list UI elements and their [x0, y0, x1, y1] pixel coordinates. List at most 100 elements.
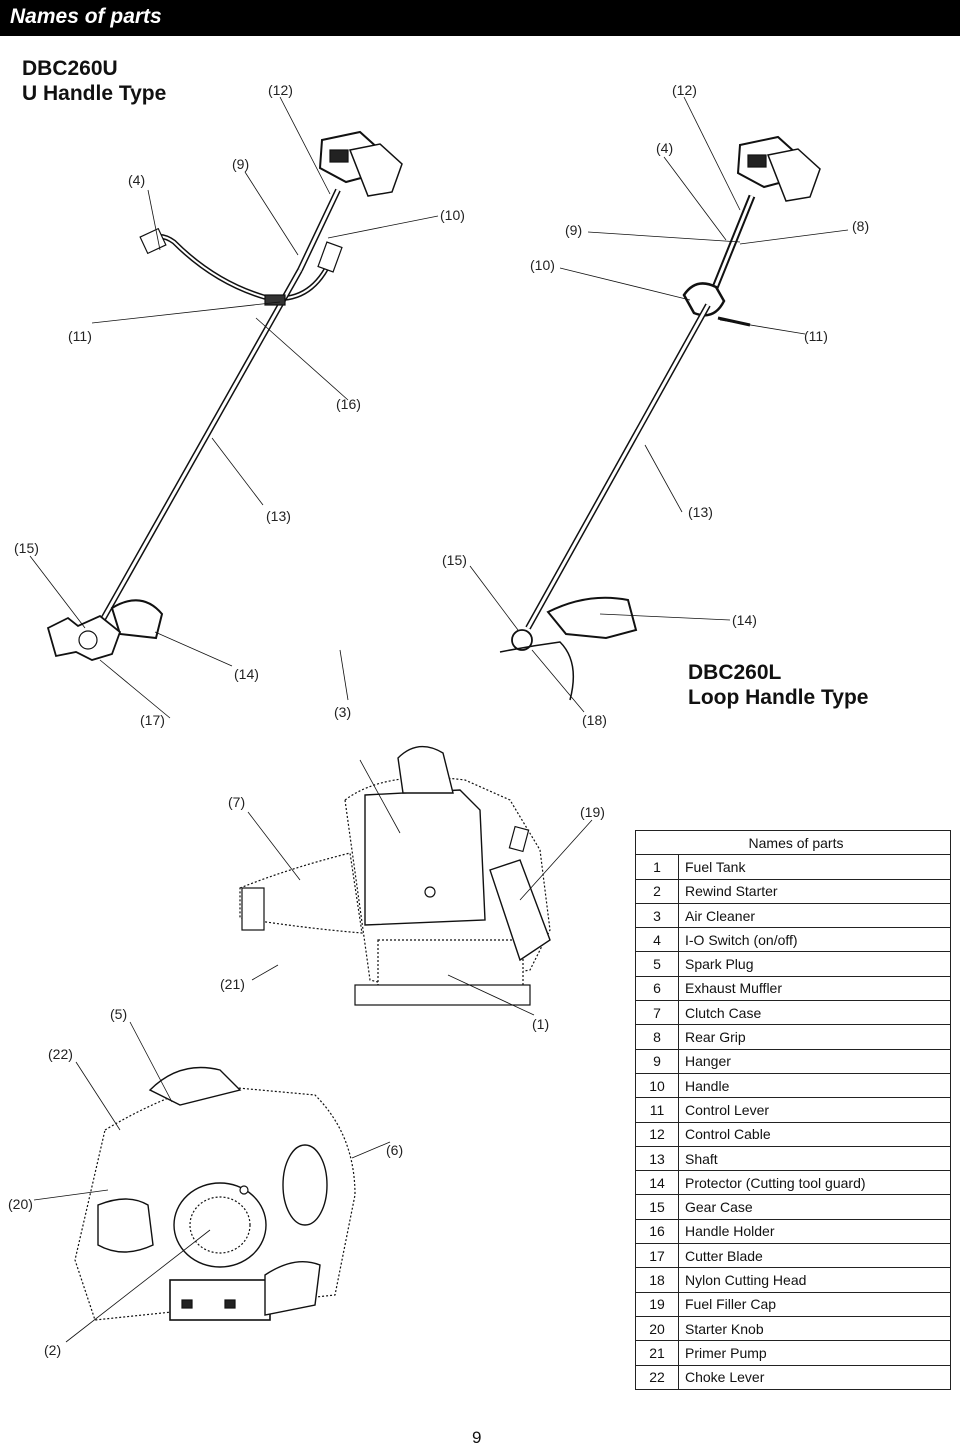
- callout-u-9: (9): [232, 156, 250, 172]
- callout-l-11: (11): [804, 328, 828, 344]
- part-name: Shaft: [678, 1145, 951, 1172]
- part-name: Fuel Tank: [678, 854, 951, 880]
- engine-top-drawing: [239, 745, 551, 1006]
- part-number: 10: [635, 1072, 679, 1099]
- part-number: 9: [635, 1048, 679, 1074]
- model-l-label: DBC260L Loop Handle Type: [688, 660, 868, 710]
- part-name: Starter Knob: [678, 1315, 951, 1342]
- callout-engine-7: (7): [228, 794, 246, 810]
- part-name: Rear Grip: [678, 1024, 951, 1050]
- callout-l-8: (8): [852, 218, 870, 234]
- u-handle-trimmer-drawing: [46, 130, 403, 661]
- callout-u-10: (10): [440, 207, 465, 223]
- callout-engine-1: (1): [532, 1016, 550, 1032]
- part-name: Handle Holder: [678, 1218, 951, 1245]
- callout-engine-5: (5): [110, 1006, 128, 1022]
- part-number: 5: [635, 951, 679, 977]
- callout-u-12: (12): [268, 82, 293, 98]
- callout-u-17: (17): [140, 712, 165, 728]
- callout-l-13: (13): [688, 504, 713, 520]
- part-name: Air Cleaner: [678, 902, 951, 929]
- model-u-name: DBC260U: [22, 57, 118, 80]
- part-number: 19: [635, 1291, 679, 1317]
- callout-engine-2: (2): [44, 1342, 62, 1358]
- callout-u-15: (15): [14, 540, 39, 556]
- parts-table-header: Names of parts: [635, 829, 951, 856]
- callout-l-14: (14): [732, 612, 757, 628]
- part-name: Rewind Starter: [678, 878, 951, 904]
- model-l-name: DBC260L: [688, 661, 782, 684]
- callout-engine-20: (20): [8, 1196, 33, 1212]
- part-number: 14: [635, 1170, 679, 1196]
- callout-u-3: (3): [334, 704, 352, 720]
- part-number: 6: [635, 975, 679, 1002]
- part-number: 13: [635, 1145, 679, 1172]
- callout-l-4: (4): [656, 140, 674, 156]
- part-name: Cutter Blade: [678, 1243, 951, 1269]
- part-name: Control Cable: [678, 1121, 951, 1147]
- part-name: Spark Plug: [678, 951, 951, 977]
- callout-engine-6: (6): [386, 1142, 404, 1158]
- part-name: Fuel Filler Cap: [678, 1291, 951, 1317]
- part-number: 15: [635, 1194, 679, 1220]
- callout-l-15: (15): [442, 552, 467, 568]
- part-number: 7: [635, 1000, 679, 1026]
- part-number: 1: [635, 854, 679, 880]
- callout-engine-21: (21): [220, 976, 245, 992]
- loop-handle-trimmer-drawing: [499, 135, 821, 701]
- part-name: Gear Case: [678, 1194, 951, 1220]
- part-name: Hanger: [678, 1048, 951, 1074]
- callout-u-11: (11): [68, 328, 92, 344]
- part-number: 3: [635, 902, 679, 929]
- part-number: 4: [635, 927, 679, 953]
- part-number: 16: [635, 1218, 679, 1245]
- part-name: I-O Switch (on/off): [678, 927, 951, 953]
- part-name: Protector (Cutting tool guard): [678, 1170, 951, 1196]
- part-number: 8: [635, 1024, 679, 1050]
- part-number: 17: [635, 1243, 679, 1269]
- part-name: Primer Pump: [678, 1340, 951, 1366]
- part-number: 22: [635, 1364, 679, 1390]
- part-name: Control Lever: [678, 1097, 951, 1123]
- callout-u-13: (13): [266, 508, 291, 524]
- callout-l-18: (18): [582, 712, 607, 728]
- model-u-label: DBC260U U Handle Type: [22, 56, 166, 106]
- page-number: 9: [472, 1428, 482, 1447]
- part-name: Nylon Cutting Head: [678, 1267, 951, 1293]
- part-number: 18: [635, 1267, 679, 1293]
- leader-lines: [29, 96, 849, 1343]
- page-title: Names of parts: [10, 5, 162, 28]
- callout-l-12: (12): [672, 82, 697, 98]
- callout-u-16: (16): [336, 396, 361, 412]
- part-number: 21: [635, 1340, 679, 1366]
- part-number: 20: [635, 1315, 679, 1342]
- model-l-type: Loop Handle Type: [688, 686, 869, 709]
- header-bar: Names of parts: [0, 0, 960, 36]
- part-name: Exhaust Muffler: [678, 975, 951, 1002]
- callout-l-9: (9): [565, 222, 583, 238]
- part-name: Handle: [678, 1072, 951, 1099]
- part-number: 12: [635, 1121, 679, 1147]
- callout-u-14: (14): [234, 666, 259, 682]
- callout-l-10: (10): [530, 257, 555, 273]
